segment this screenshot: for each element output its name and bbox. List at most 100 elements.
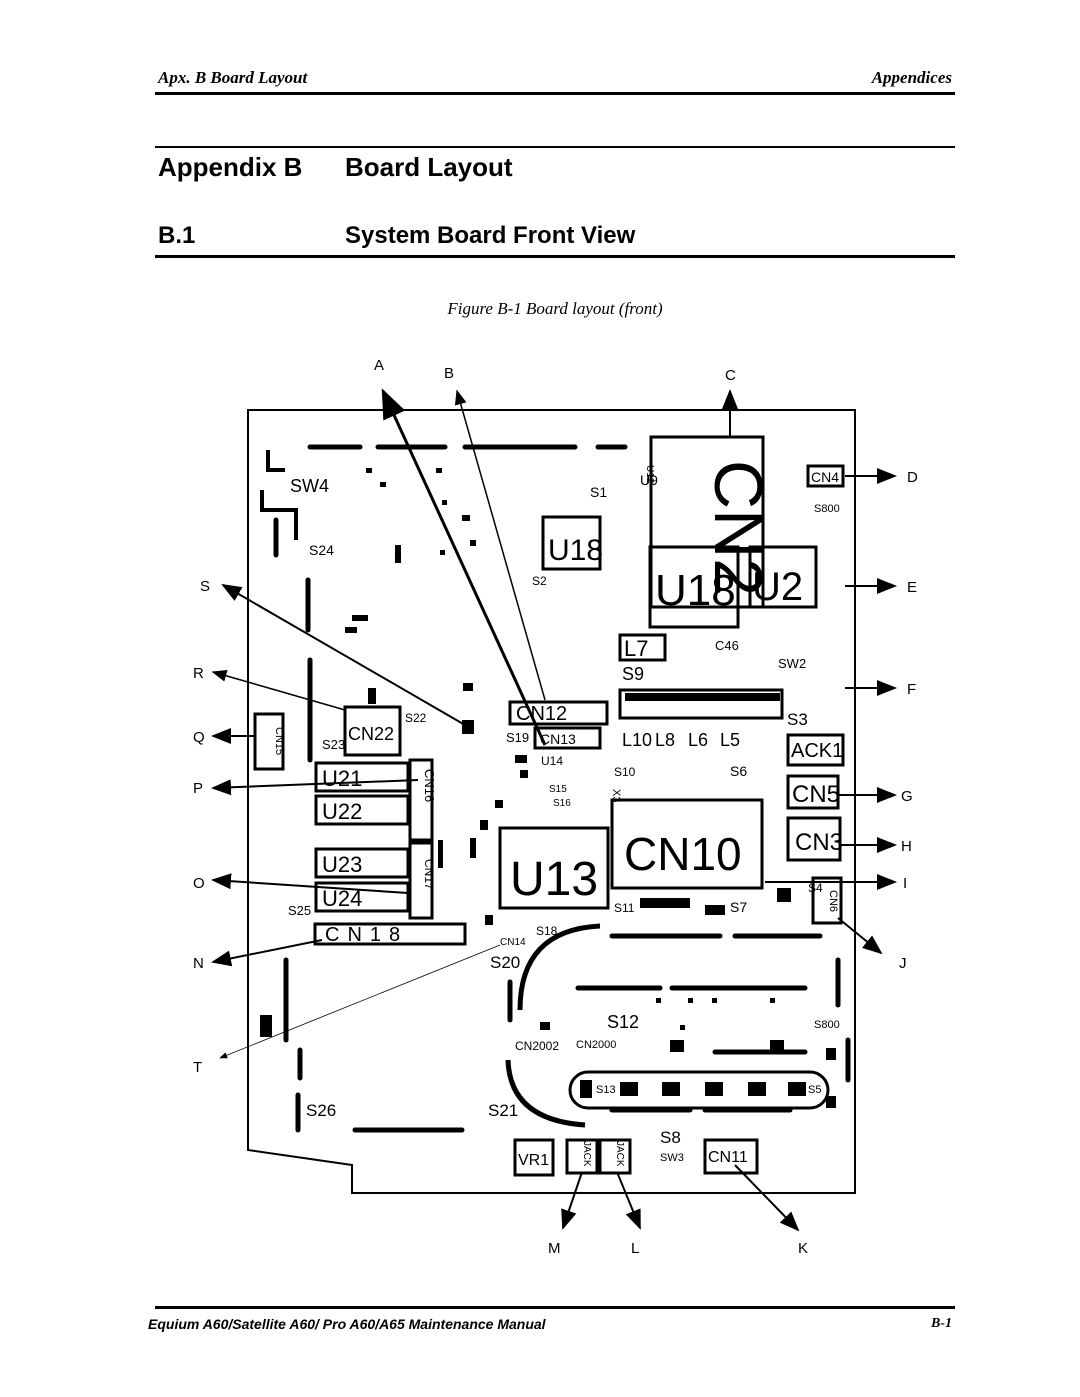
label-s16: S16 [553, 798, 571, 809]
connector-ack1 [786, 733, 845, 767]
label-cn6: CN6 [827, 890, 839, 912]
appendix-heading-title: Board Layout [345, 152, 513, 182]
callout-k: K [798, 1240, 808, 1257]
board-text-labels: SW4 S1 U9 CN4 S800 S24 U18 S2 U18 U2 L7 … [273, 465, 843, 1169]
label-cn16: CN16 [422, 769, 437, 802]
label-s19: S19 [506, 730, 529, 745]
label-s11: S11 [614, 901, 635, 915]
label-s9: S9 [622, 664, 644, 684]
footer-manual-title: Equium A60/Satellite A60/ Pro A60/A65 Ma… [148, 1316, 546, 1332]
label-s3: S3 [787, 710, 808, 729]
label-u18b: U18 [655, 566, 736, 615]
callout-p: P [193, 780, 203, 797]
big-label-cn2: CN2 [700, 460, 776, 596]
connector-cn22 [343, 705, 402, 757]
label-s26: S26 [306, 1101, 336, 1120]
label-c46: C46 [715, 638, 739, 653]
label-jack-1: JACK [581, 1141, 592, 1167]
label-u2: U2 [752, 565, 803, 609]
label-s800: S800 [814, 503, 840, 515]
section-heading: B.1 System Board Front View [158, 222, 958, 250]
callout-arrows [211, 388, 897, 1232]
callout-l: L [631, 1240, 639, 1257]
label-l5: L5 [720, 730, 740, 750]
label-s8: S8 [660, 1128, 681, 1147]
arrow-k [734, 1164, 800, 1232]
label-s6: S6 [730, 763, 747, 779]
arrow-l [616, 1171, 641, 1230]
section-rule [155, 255, 955, 258]
callout-t: T [193, 1059, 202, 1076]
label-s4: S4 [808, 881, 823, 895]
callout-r: R [193, 665, 204, 682]
label-cn2000: CN2000 [576, 1039, 616, 1051]
chip-u2 [748, 545, 818, 609]
connector-cn2-frame [649, 435, 765, 609]
label-cn4: CN4 [811, 469, 839, 485]
arrow-p [211, 779, 419, 796]
callout-o: O [193, 875, 205, 892]
label-l8: L8 [655, 730, 675, 750]
label-vr1: VR1 [518, 1152, 549, 1169]
label-cn14: CN14 [500, 937, 526, 948]
callout-letters: A B C D E F G H I J K L M N O P Q R S T [193, 357, 918, 1257]
callout-i: I [903, 875, 907, 892]
connector-cn13 [533, 726, 602, 750]
arrow-n [211, 939, 323, 967]
label-s800b: S800 [814, 1019, 840, 1031]
label-u22: U22 [322, 799, 362, 824]
callout-q: Q [193, 729, 205, 746]
label-cn17: CN17 [422, 859, 436, 890]
label-u13: U13 [510, 853, 598, 906]
label-s22: S22 [405, 711, 427, 725]
label-s7: S7 [730, 899, 747, 915]
label-u12: U12 [644, 465, 655, 484]
heading-top-rule [155, 146, 955, 148]
header-rule [155, 92, 955, 95]
label-u9: U9 [640, 472, 658, 488]
label-jack-2: JACK [614, 1141, 625, 1167]
curve-upper [517, 923, 601, 1011]
label-s25: S25 [288, 903, 311, 918]
arrow-b [454, 389, 546, 701]
label-l7: L7 [624, 636, 648, 661]
footer-page-number: B-1 [931, 1316, 952, 1331]
section-title: System Board Front View [345, 222, 636, 249]
arrow-m [561, 1171, 583, 1230]
label-cn12: CN12 [516, 703, 567, 725]
connector-cn11 [703, 1138, 759, 1175]
label-cn10: CN10 [624, 828, 742, 880]
label-s12: S12 [607, 1012, 639, 1032]
callout-j: J [899, 955, 907, 972]
label-u21: U21 [322, 766, 362, 791]
label-s15: S15 [549, 784, 567, 795]
connector-cn10 [610, 798, 764, 890]
chip-u21 [314, 761, 410, 793]
inductor-l7 [618, 633, 667, 662]
label-u14: U14 [541, 754, 563, 768]
arrow-s [221, 583, 466, 726]
label-cn15: CN15 [273, 727, 285, 755]
vr1-box [513, 1138, 555, 1177]
arrow-t [219, 944, 501, 1059]
label-l10: L10 [622, 730, 652, 750]
jack-2-box [598, 1138, 632, 1175]
label-ack1: ACK1 [791, 740, 843, 762]
chip-u24 [314, 881, 410, 913]
running-header-section: Apx. B Board Layout [158, 68, 308, 87]
connector-cn16 [408, 758, 434, 842]
label-x3: X3 [610, 789, 622, 802]
heat-rails [273, 444, 851, 1133]
chip-u18b [648, 545, 740, 629]
small-parts [260, 468, 836, 1108]
label-cn11: CN11 [708, 1149, 748, 1166]
arrow-a [381, 388, 547, 746]
label-u23: U23 [322, 852, 362, 877]
callout-c: C [725, 367, 736, 384]
callout-n: N [193, 955, 204, 972]
label-s5: S5 [808, 1084, 821, 1096]
running-header-chapter: Appendices [871, 68, 952, 87]
section-number: B.1 [158, 222, 196, 249]
board-outline [247, 409, 856, 1194]
callout-b: B [444, 365, 454, 382]
